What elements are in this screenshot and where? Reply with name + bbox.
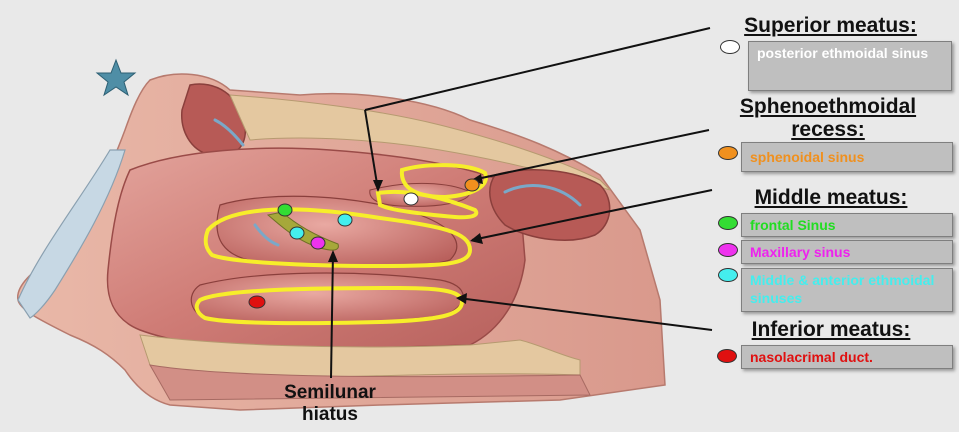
- semilunar-hiatus-label: Semilunar hiatus: [250, 382, 410, 426]
- nasolacrimal-duct-label: nasolacrimal duct.: [741, 345, 953, 369]
- superior-meatus-heading: Superior meatus:: [708, 14, 953, 37]
- middle-meatus-heading: Middle meatus:: [706, 186, 956, 209]
- semilunar-hiatus-line1: Semilunar: [250, 382, 410, 404]
- ethmoidal-sinuses-marker: [718, 268, 738, 282]
- inferior-meatus-heading: Inferior meatus:: [706, 318, 956, 341]
- maxillary-sinus-marker: [718, 243, 738, 257]
- frontal-sinus-marker: [718, 216, 738, 230]
- nasolacrimal-marker: [717, 349, 737, 363]
- inferior-concha: [191, 273, 463, 323]
- sphenoethmoidal-heading-line2: recess:: [700, 118, 956, 141]
- posterior-ethmoidal-sinus-label: posterior ethmoidal sinus: [748, 41, 952, 91]
- posterior-ethmoidal-marker: [720, 40, 740, 54]
- star-icon: [97, 60, 135, 95]
- ethmoidal-sinuses-label: Middle & anterior ethmoidal sinuses: [741, 268, 953, 312]
- frontal-sinus-label: frontal Sinus: [741, 213, 953, 237]
- sphenoidal-sinus-label: sphenoidal sinus: [741, 142, 953, 172]
- sphenoethmoidal-heading-line1: Sphenoethmoidal: [700, 95, 956, 118]
- sphenoethmoidal-heading: Sphenoethmoidal recess:: [700, 95, 956, 141]
- sphenoidal-marker: [718, 146, 738, 160]
- maxillary-sinus-label: Maxillary sinus: [741, 240, 953, 264]
- semilunar-hiatus-line2: hiatus: [250, 404, 410, 426]
